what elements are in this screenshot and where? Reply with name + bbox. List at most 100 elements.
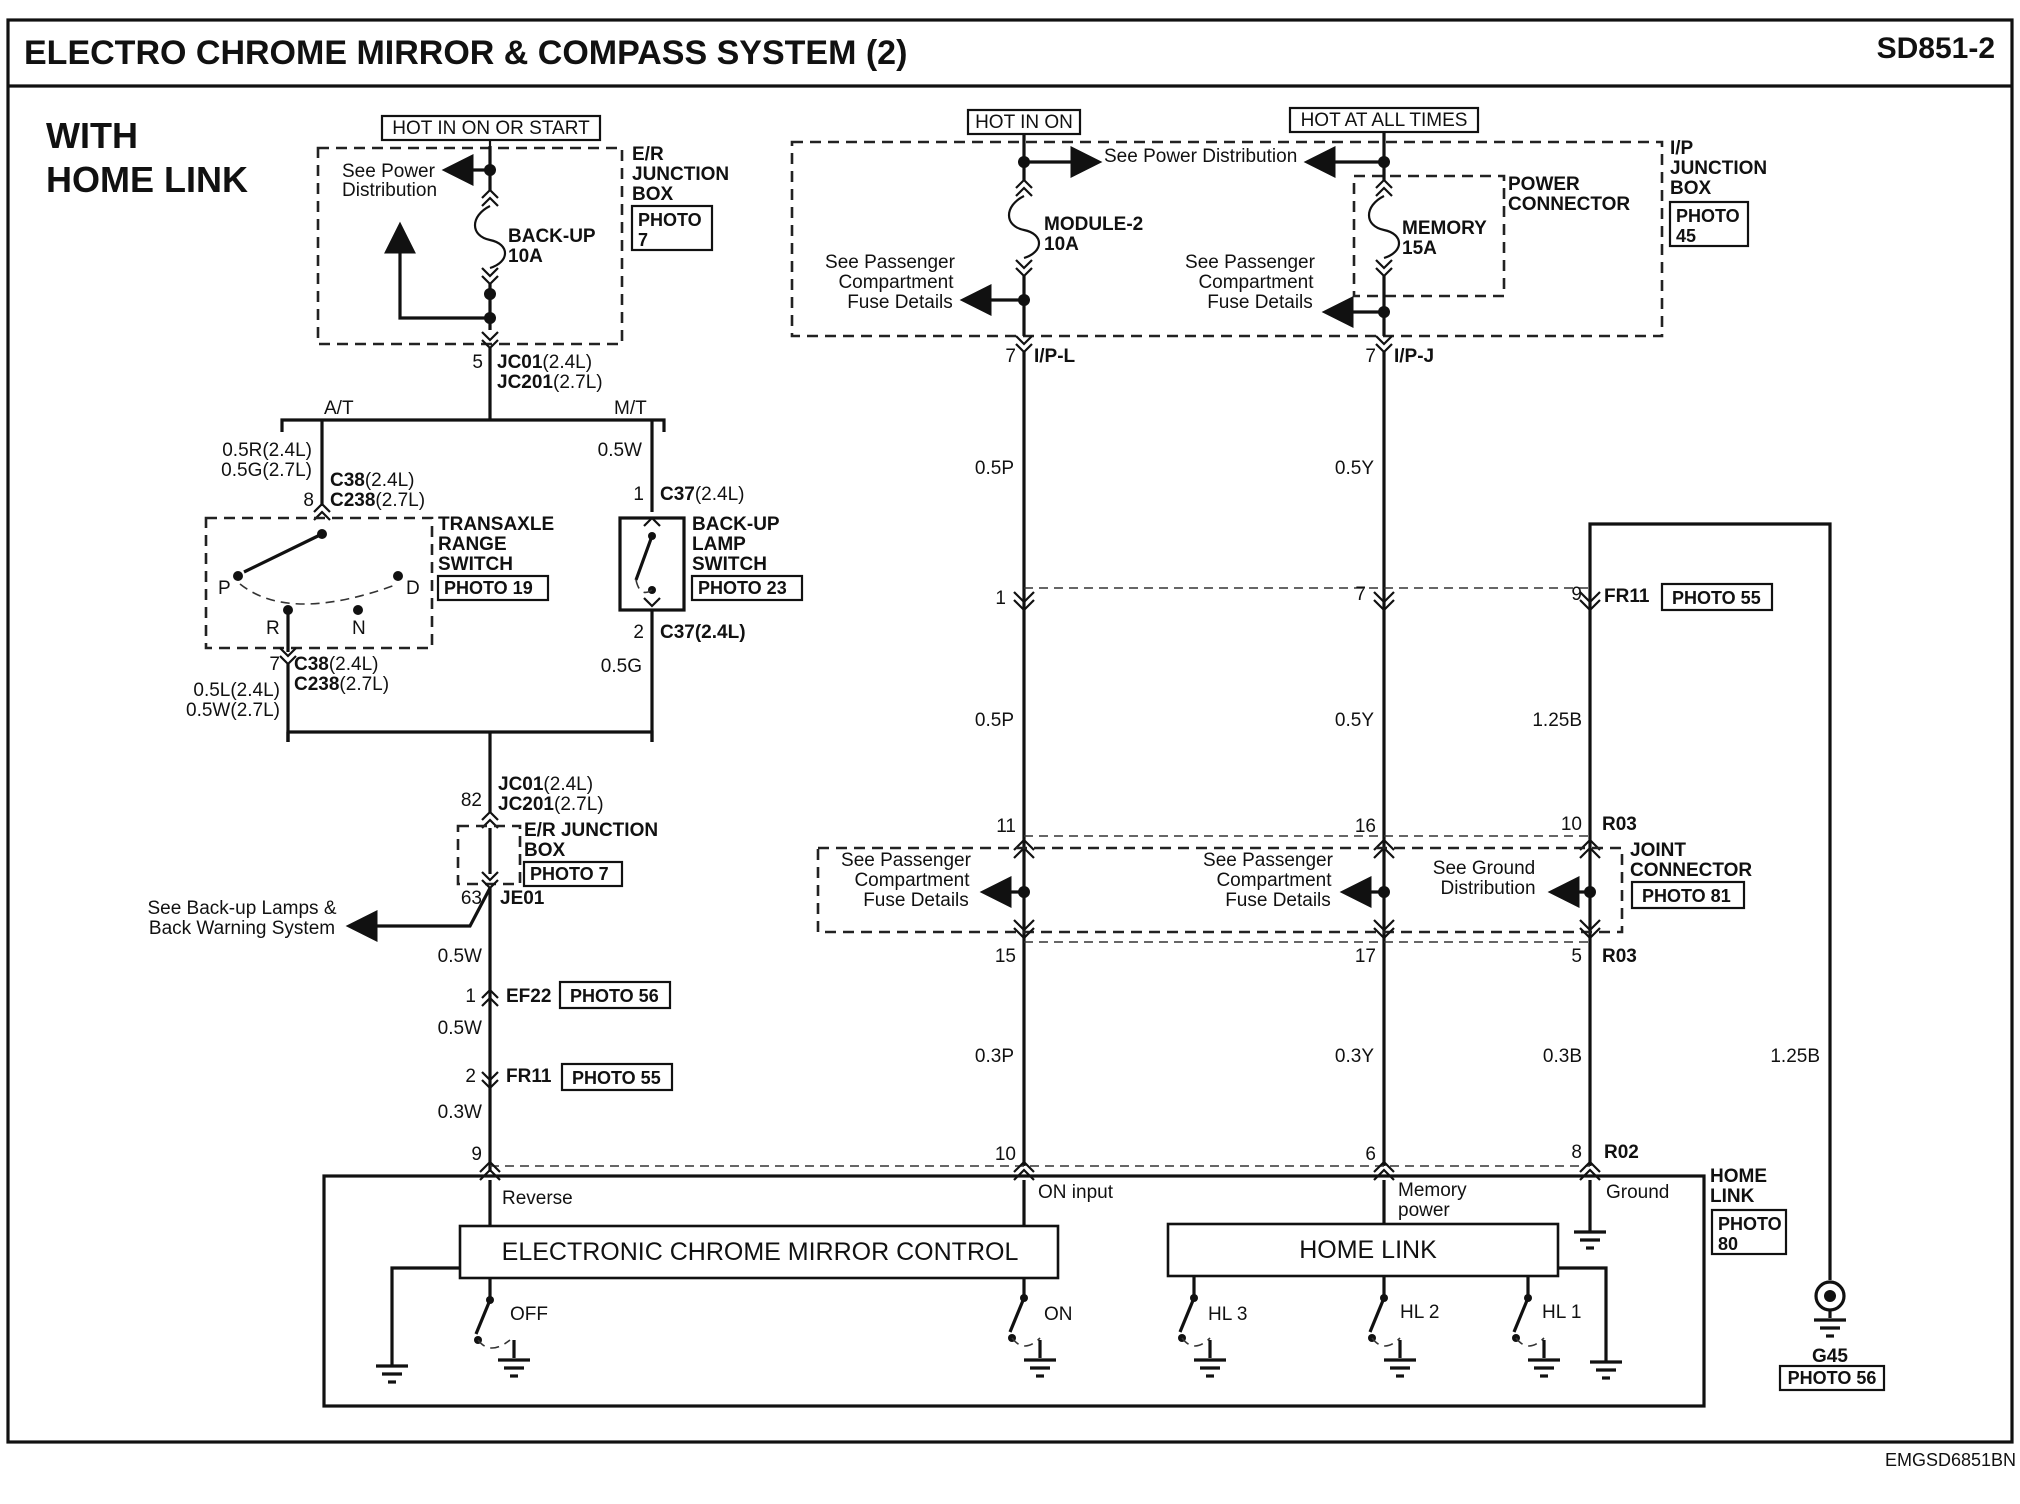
c37-top: C37(2.4L) <box>660 484 745 505</box>
on-switch-icon <box>1008 1278 1056 1378</box>
transaxle-range-switch-label: TRANSAXLE RANGE SWITCH PHOTO 19 <box>436 514 554 602</box>
svg-text:E/R: E/R <box>632 144 664 165</box>
gear-n: N <box>352 618 366 639</box>
er-pin: 5 <box>472 352 483 373</box>
on-wire-3: 0.3P <box>975 1046 1014 1067</box>
ipj-pin: 7 <box>1365 346 1376 367</box>
mem-wire-1: 0.5Y <box>1335 458 1374 479</box>
fr11-right-photo: PHOTO 55 <box>1672 588 1761 608</box>
backup-lamp-switch-icon <box>634 516 661 608</box>
svg-text:SWITCH: SWITCH <box>438 554 513 575</box>
svg-text:HOT AT ALL TIMES: HOT AT ALL TIMES <box>1301 110 1468 131</box>
on-input: ON input <box>1038 1182 1114 1203</box>
ground-icon <box>376 1364 408 1384</box>
ef22-photo: PHOTO 56 <box>570 986 659 1006</box>
svg-text:HOT IN ON: HOT IN ON <box>975 112 1073 133</box>
hl2-switch-icon <box>1368 1276 1416 1378</box>
c37-bottom: C37(2.4L) <box>660 622 746 643</box>
backup-ref-1: See Back-up Lamps & <box>147 898 336 919</box>
backup-fuse-rating: 10A <box>508 246 543 267</box>
module2-fuse-rating: 10A <box>1044 234 1079 255</box>
ip-see-pass-2b: Compartment <box>1198 272 1314 293</box>
jc01-bottom: JC01(2.4L) <box>498 774 593 795</box>
left-wire-4: 0.5W <box>438 1018 482 1039</box>
at-wire-b: 0.5G(2.7L) <box>221 460 312 481</box>
memory-fuse-icon <box>1367 178 1401 278</box>
gear-p: P <box>218 578 231 599</box>
svg-text:BOX: BOX <box>1670 178 1712 199</box>
ipl-conn: I/P-L <box>1034 346 1076 367</box>
c38-bottom-a: C38(2.4L) <box>294 654 379 675</box>
range-switch-icon <box>233 529 403 615</box>
on-r03-pin1: 11 <box>996 816 1016 837</box>
g45-wire: 1.25B <box>1770 1046 1820 1067</box>
svg-text:SWITCH: SWITCH <box>692 554 767 575</box>
reverse-input: Reverse <box>502 1188 573 1209</box>
svg-text:JOINT: JOINT <box>1630 840 1686 861</box>
backup-fuse-label: BACK-UP <box>508 226 596 247</box>
module2-fuse-icon <box>1007 178 1041 278</box>
home-link-module-label: HOME LINK PHOTO 80 <box>1710 1166 1788 1256</box>
c38-pin-8: 8 <box>303 490 314 511</box>
backup-ref-2: Back Warning System <box>149 918 335 939</box>
svg-text:80: 80 <box>1718 1234 1738 1254</box>
on-hl-pin: 10 <box>995 1144 1016 1165</box>
on-wire-2: 0.5P <box>975 710 1014 731</box>
transaxle-range-switch <box>204 516 434 650</box>
backup-lamp-switch-label: BACK-UP LAMP SWITCH PHOTO 23 <box>690 514 804 602</box>
mt-label: M/T <box>614 398 647 419</box>
jc-pin-82: 82 <box>461 790 482 811</box>
g45-label: G45 <box>1812 1346 1848 1367</box>
ip-see-pass-2c: Fuse Details <box>1207 292 1313 313</box>
hot-all-times-label: HOT AT ALL TIMES <box>1288 106 1480 134</box>
jc-see-pass-1c: Fuse Details <box>863 890 969 911</box>
hl1-label: HL 1 <box>1542 1302 1581 1323</box>
svg-text:PHOTO: PHOTO <box>1676 206 1740 226</box>
svg-text:PHOTO 7: PHOTO 7 <box>530 864 609 884</box>
er-junction-box-label: E/R JUNCTION BOX PHOTO 7 <box>630 144 729 252</box>
svg-text:BACK-UP: BACK-UP <box>692 514 780 535</box>
hl3-label: HL 3 <box>1208 1304 1247 1325</box>
svg-text:PHOTO: PHOTO <box>638 210 702 230</box>
at-out-wire-a: 0.5L(2.4L) <box>193 680 280 701</box>
mem-wire-2: 0.5Y <box>1335 710 1374 731</box>
gnd-r03-pin1: 10 <box>1561 814 1582 835</box>
jc01-top: JC01(2.4L) <box>497 352 592 373</box>
svg-text:PHOTO 23: PHOTO 23 <box>698 578 787 598</box>
ground-icon-2 <box>1590 1360 1622 1380</box>
jc-see-pass-2: See Passenger <box>1203 850 1334 871</box>
on-fr-pin: 1 <box>995 588 1006 609</box>
r03-bottom: R03 <box>1602 946 1637 967</box>
memory-power-input: Memory <box>1398 1180 1467 1201</box>
on-r03-pin2: 15 <box>995 946 1016 967</box>
svg-text:TRANSAXLE: TRANSAXLE <box>438 514 554 535</box>
svg-text:CONNECTOR: CONNECTOR <box>1630 860 1752 881</box>
ip-see-pass-2: See Passenger <box>1185 252 1316 273</box>
svg-text:7: 7 <box>638 230 648 250</box>
variant-line2: HOME LINK <box>46 159 248 200</box>
ecm-control-block <box>458 1224 1060 1280</box>
ip-see-pass-1c: Fuse Details <box>847 292 953 313</box>
wire-ground-return <box>1588 522 1832 1280</box>
svg-text:LAMP: LAMP <box>692 534 746 555</box>
diagram-title: ELECTRO CHROME MIRROR & COMPASS SYSTEM (… <box>24 34 907 72</box>
power-connector-label: POWER <box>1508 174 1580 195</box>
on-label: ON <box>1044 1304 1073 1325</box>
at-wire-a: 0.5R(2.4L) <box>222 440 312 461</box>
svg-text:I/P: I/P <box>1670 138 1694 159</box>
memory-fuse-rating: 15A <box>1402 238 1437 259</box>
off-switch-icon <box>474 1278 530 1378</box>
left-wire-3: 0.5W <box>438 946 482 967</box>
hl1-switch-icon <box>1512 1276 1560 1378</box>
footer-code: EMGSD6851BN <box>1885 1450 2016 1470</box>
fr11-left: FR11 <box>506 1066 552 1087</box>
hot-in-on-label: HOT IN ON <box>966 108 1082 136</box>
at-label: A/T <box>324 398 354 419</box>
svg-text:PHOTO 81: PHOTO 81 <box>1642 886 1731 906</box>
gnd-hl-pin: 8 <box>1571 1142 1582 1163</box>
ground-input: Ground <box>1606 1182 1669 1203</box>
ipj-conn: I/P-J <box>1394 346 1434 367</box>
svg-text:RANGE: RANGE <box>438 534 507 555</box>
er-junction-box-2 <box>456 824 522 886</box>
svg-text:HOT IN ON OR START: HOT IN ON OR START <box>392 118 590 139</box>
